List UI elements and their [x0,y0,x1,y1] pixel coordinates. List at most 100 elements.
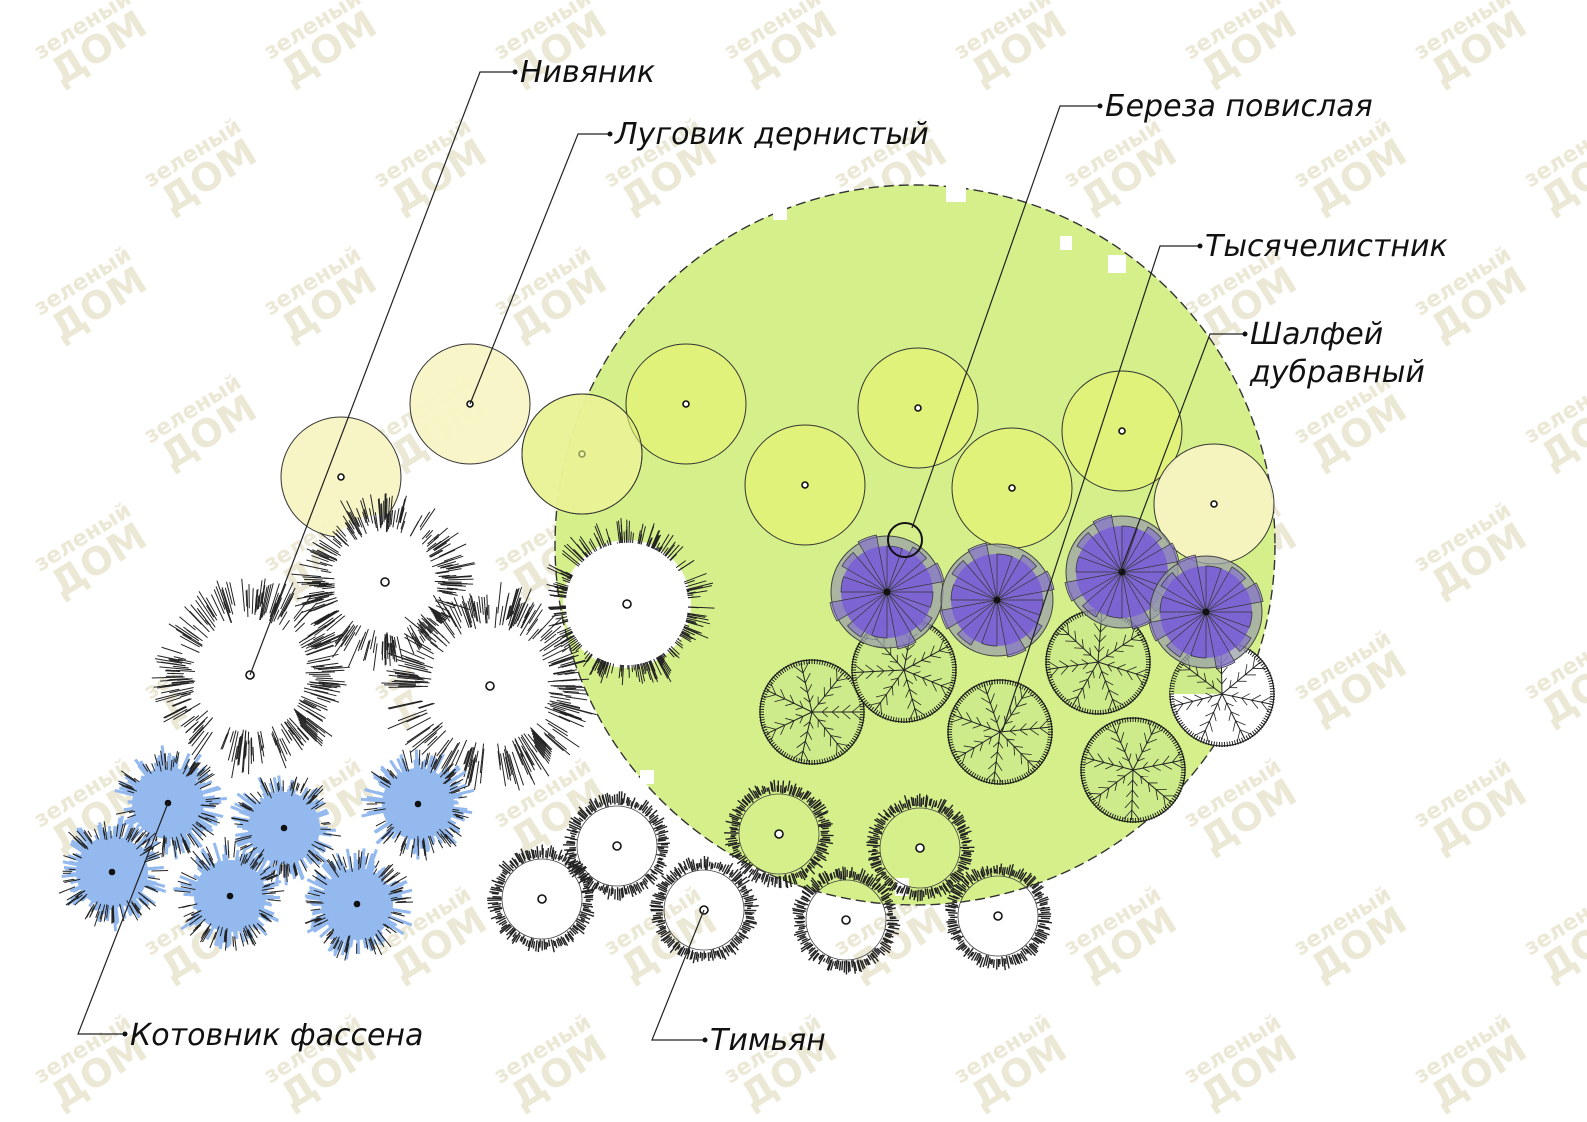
lugovik-plant [625,343,747,465]
spiky-plant [381,582,597,791]
spiky-plant [151,578,351,779]
shalfei-group [829,514,1264,670]
shalfei-plant [939,542,1055,658]
achillea-plant [947,679,1053,785]
plant-center-marker [353,900,361,908]
plant-center-marker [801,481,809,489]
plant-center-marker [280,824,288,832]
label-kotovnik: Котовник фассена [130,1018,423,1053]
kotovnik-plant [114,745,228,860]
spiky-plant [546,518,715,686]
leader-lines [77,69,1248,1043]
spiky-plant [115,750,220,858]
kotovnik-plant [304,848,414,961]
timian-plant [649,856,759,964]
plant-center-marker [622,599,632,609]
lugovik-plant [1061,370,1183,492]
plant-center-marker [841,915,851,925]
spiky-plant [304,850,414,961]
spiky-plant [58,821,169,927]
kotovnik-plant [360,749,475,861]
kotovnik-plant [173,837,285,951]
plant-center-marker [380,577,390,587]
lugovik-plant [744,424,866,546]
label-bereza: Береза повислая [1105,89,1373,124]
plant-center-marker [108,868,116,876]
timian-plant [487,844,595,953]
plant-center-marker [612,841,622,851]
achillea-plant [1080,717,1186,823]
labels: Нивяник Луговик дернистый Береза повисла… [130,55,1448,1058]
kotovnik-plant [58,815,169,932]
label-lugovik: Луговик дернистый [614,117,929,152]
plant-center-marker [537,894,547,904]
plant-center-marker [774,829,784,839]
timian-plant [866,793,975,902]
label-shalfei-line1: Шалфей [1250,317,1383,352]
plant-center-marker [1118,427,1126,435]
lugovik-plant [521,393,643,515]
label-timian: Тимьян [710,1023,826,1058]
spiky-plant [363,749,470,861]
label-tysyachelistnik: Тысячелистник [1205,229,1448,264]
plant-center-marker [993,911,1003,921]
lugovik-plant [857,347,979,469]
plant-center-marker [226,892,234,900]
shalfei-plant [829,534,945,650]
plant-center-marker [1008,484,1016,492]
birch-trunk [887,522,923,558]
nivyanik-group [151,493,715,791]
plant-center-marker [1210,500,1218,508]
timian-plant [562,791,670,901]
label-nivyanik: Нивяник [520,55,655,90]
kotovnik-group [58,745,475,961]
lugovik-plant [951,427,1073,549]
timian-plant [724,779,834,889]
achillea-plant [759,659,865,765]
timian-group [487,779,1053,975]
plant-center-marker [915,843,925,853]
spiky-plant [291,493,476,671]
label-shalfei-line2: дубравный [1249,355,1425,390]
plant-center-marker [914,404,922,412]
timian-plant [944,863,1053,971]
spiky-plant [174,837,285,951]
plant-center-marker [682,400,690,408]
plant-center-marker [485,681,495,691]
shalfei-plant [1148,554,1264,670]
shalfei-plant [1064,514,1180,630]
timian-plant [792,866,901,975]
plant-center-marker [337,473,345,481]
